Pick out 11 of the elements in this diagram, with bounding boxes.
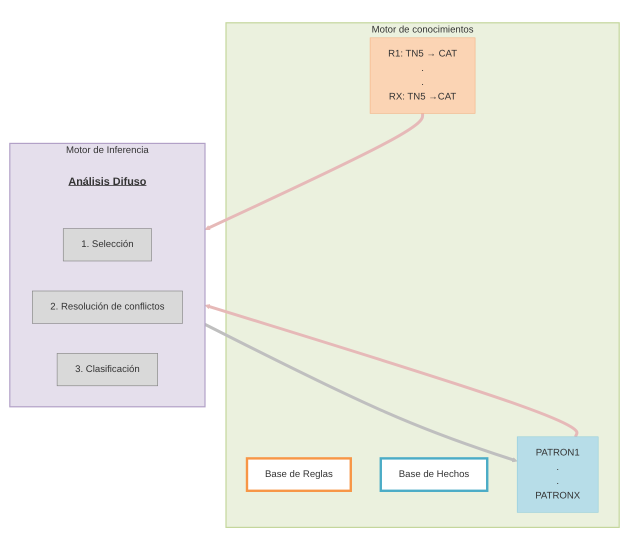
arrow [204, 322, 518, 462]
node-box: Base de Hechos [380, 457, 488, 492]
node-box: 3. Clasificación [56, 353, 158, 386]
node-box: PATRON1 . . PATRONX [516, 436, 598, 513]
node-box: Base de Reglas [246, 457, 352, 492]
node-box: 1. Selección [62, 228, 152, 262]
arrow [204, 304, 578, 438]
arrow [204, 113, 424, 230]
node-box: R1: TN5 → CAT . . RX: TN5 →CAT [370, 37, 476, 114]
node-box: 2. Resolución de conflictos [32, 290, 183, 324]
node-text: Análisis Difuso [68, 175, 146, 188]
